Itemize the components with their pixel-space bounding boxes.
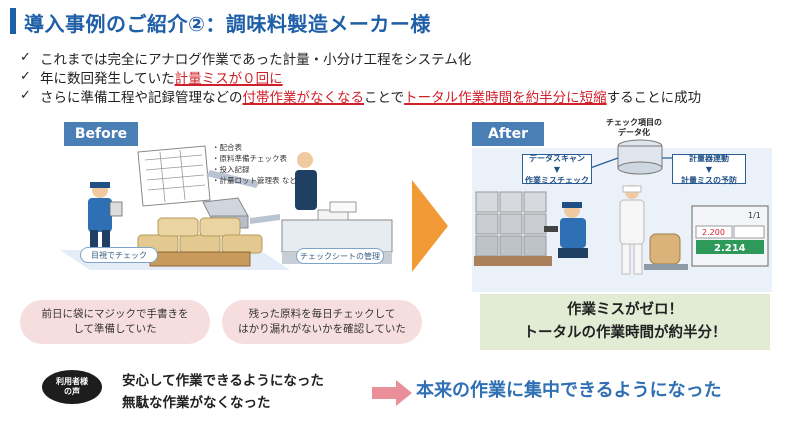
before-bubble-right: 残った原料を毎日チェックして はかり漏れがないかを確認していた — [222, 300, 422, 344]
conclusion-text: 本来の作業に集中できるようになった — [416, 380, 722, 401]
checkmark-icon: ✓ — [20, 50, 31, 65]
bullet-text: 年に数回発生していた — [40, 70, 175, 87]
callout-scale-link: 計量器連動 ▼ 計量ミスの予防 — [672, 154, 746, 185]
after-tag: After — [472, 122, 544, 146]
bullet-highlight: 付帯作業がなくなる — [242, 89, 365, 106]
bullet-item: ✓ これまでは完全にアナログ作業であった計量・小分け工程をシステム化 — [20, 48, 780, 68]
box-stack — [474, 191, 552, 266]
bullet-text: ことで — [364, 89, 405, 106]
sack-on-scale — [644, 233, 688, 270]
data-label: チェック項目の データ化 — [606, 118, 662, 137]
screen-actual-weight: 2.214 — [714, 243, 746, 254]
checklist-items: ・配合表 ・原料準備チェック表 ・投入記録 ・計量ロット管理表 など — [212, 142, 297, 186]
database-icon — [617, 139, 663, 175]
before-tag: Before — [64, 122, 138, 146]
result-box: 作業ミスがゼロ！ トータルの作業時間が約半分！ — [480, 294, 770, 350]
standing-worker-figure — [619, 185, 645, 275]
scanning-worker-figure — [544, 202, 588, 258]
flow-arrow — [206, 170, 260, 188]
result-line: 作業ミスがゼロ！ — [567, 302, 683, 318]
callout-data-scan: データスキャン ▼ 作業ミスチェック — [522, 154, 592, 185]
before-bubble-left: 前日に袋にマジックで手書きを して準備していた — [20, 300, 210, 344]
page-title: 導入事例のご紹介②：調味料製造メーカー様 — [24, 12, 431, 36]
checkmark-icon: ✓ — [20, 69, 31, 84]
checklist-item: ・配合表 — [212, 143, 242, 152]
bullet-text: これまでは完全にアナログ作業であった計量・小分け工程をシステム化 — [40, 51, 472, 68]
bullet-text: することに成功 — [606, 89, 702, 106]
title-accent-bar — [10, 8, 16, 34]
checksheet-icon — [137, 145, 211, 207]
bullet-text: さらに準備工程や記録管理などの — [40, 89, 243, 106]
sheet-management-label: チェックシートの管理 — [296, 248, 384, 264]
screen-page: 1/1 — [748, 211, 761, 220]
bullet-item: ✓ さらに準備工程や記録管理などの付帯作業がなくなることでトータル作業時間を約半… — [20, 86, 780, 106]
flow-arrow — [250, 214, 280, 224]
terminal-screen — [691, 205, 769, 267]
checklist-item: ・原料準備チェック表 — [212, 154, 287, 163]
user-voice-badge: 利用者様 の声 — [42, 370, 102, 404]
screen-target-weight: 2.200 — [702, 228, 725, 237]
visual-check-label: 目視でチェック — [80, 247, 158, 263]
bullet-list: ✓ これまでは完全にアナログ作業であった計量・小分け工程をシステム化 ✓ 年に数… — [20, 48, 780, 106]
user-voice-text: 安心して作業できるようになった 無駄な作業がなくなった — [122, 373, 324, 411]
checklist-item: ・計量ロット管理表 など — [212, 176, 297, 185]
checklist-item: ・投入記録 — [212, 165, 250, 174]
after-illustration: 1/1 2.200 2.214 — [472, 139, 772, 292]
conclusion-arrow-icon — [372, 380, 412, 406]
bullet-highlight: 計量ミスが０回に — [174, 70, 283, 87]
checkmark-icon: ✓ — [20, 88, 31, 103]
worker-figure — [88, 182, 123, 254]
bullet-highlight: トータル作業時間を約半分に短縮 — [404, 89, 607, 106]
before-after-arrow-icon — [412, 180, 448, 272]
bullet-item: ✓ 年に数回発生していた計量ミスが０回に — [20, 67, 780, 87]
result-line: トータルの作業時間が約半分！ — [523, 325, 727, 341]
